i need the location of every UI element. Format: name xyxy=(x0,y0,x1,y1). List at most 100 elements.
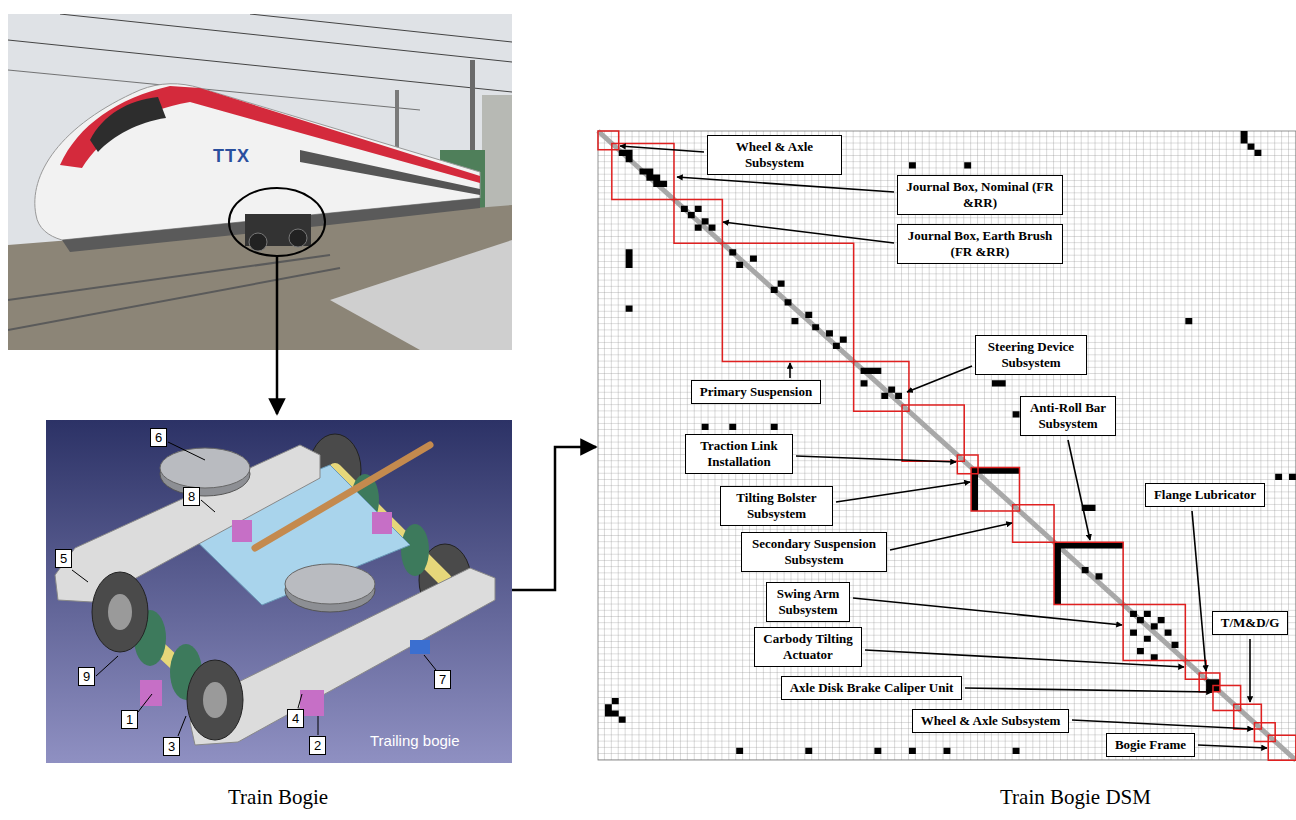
label-text: Wheel & Axle Subsystem xyxy=(714,139,835,171)
label-text: Primary Suspension xyxy=(698,384,814,400)
label-box: Carbody Tilting Actuator xyxy=(754,627,862,667)
dsm-matrix xyxy=(1013,505,1054,542)
label-box: Journal Box, Nominal (FR &RR) xyxy=(897,175,1063,215)
dsm-matrix xyxy=(902,405,964,461)
bogie-render xyxy=(160,448,250,488)
label-text: Anti-Roll Bar Subsystem xyxy=(1027,400,1109,432)
dsm-matrix xyxy=(1199,673,1220,692)
dsm-matrix xyxy=(1213,685,1241,710)
panel-caption: Train Bogie DSM xyxy=(1000,785,1151,809)
panel-caption: Train Bogie xyxy=(228,785,328,809)
dsm-matrix xyxy=(598,131,1296,760)
bogie-render xyxy=(108,594,132,630)
train-photo xyxy=(289,229,307,247)
leader-line xyxy=(723,222,894,243)
flow-arrow xyxy=(276,257,279,414)
callout-leader xyxy=(138,694,152,712)
bogie-render xyxy=(203,682,227,718)
bogie-render xyxy=(187,660,243,740)
label-box: Swing Arm Subsystem xyxy=(766,582,850,622)
callout-number: 4 xyxy=(287,709,304,728)
leader-line xyxy=(1249,639,1251,702)
label-text: Traction Link Installation xyxy=(692,438,786,470)
leader-line xyxy=(836,482,970,502)
train-photo xyxy=(249,233,267,251)
dsm-matrix xyxy=(1268,735,1296,760)
dsm-matrix xyxy=(612,143,674,199)
label-text: Flange Lubricator xyxy=(1152,487,1258,503)
label-box: Primary Suspension xyxy=(691,380,821,404)
bogie-render xyxy=(255,445,430,548)
dsm-matrix xyxy=(598,131,619,150)
leader-line xyxy=(890,523,1012,550)
dsm-matrix xyxy=(1234,704,1262,729)
label-box: Anti-Roll Bar Subsystem xyxy=(1020,396,1116,436)
label-box: Journal Box, Earth Brush (FR &RR) xyxy=(897,224,1063,264)
bogie-render xyxy=(46,420,512,763)
callout-leader xyxy=(72,570,88,582)
callout-number: 5 xyxy=(55,549,72,568)
train-photo xyxy=(8,14,512,350)
train-photo xyxy=(300,150,480,195)
train-photo xyxy=(60,86,480,183)
dsm-matrix xyxy=(1054,542,1123,604)
bogie-render xyxy=(140,680,162,706)
label-box: Secondary Suspension Subsystem xyxy=(741,532,887,572)
leader-line xyxy=(796,456,956,462)
logo-text: TTX xyxy=(213,146,250,167)
label-box: Axle Disk Brake Caliper Unit xyxy=(781,676,962,700)
dsm-matrix xyxy=(605,131,1296,754)
leader-line xyxy=(853,598,1122,625)
label-box: Traction Link Installation xyxy=(685,434,793,474)
leader-line xyxy=(1072,720,1253,729)
label-box: T/M&D/G xyxy=(1212,611,1288,635)
bogie-render xyxy=(46,420,512,763)
bogie-render xyxy=(401,524,429,576)
callout-number: 9 xyxy=(78,667,95,686)
train-photo xyxy=(330,240,512,350)
callout-number: 2 xyxy=(309,736,326,755)
train-photo xyxy=(8,255,330,300)
dsm-matrix xyxy=(598,131,1296,760)
label-box: Steering Device Subsystem xyxy=(975,335,1087,375)
train-photo xyxy=(8,14,512,350)
label-box: Bogie Frame xyxy=(1106,733,1195,757)
dsm-matrix xyxy=(1123,604,1185,660)
bogie-render xyxy=(55,445,320,602)
label-text: Tilting Bolster Subsystem xyxy=(727,490,826,522)
label-text: Secondary Suspension Subsystem xyxy=(748,536,880,568)
view-label: Trailing bogie xyxy=(370,732,460,749)
callout-leader xyxy=(96,656,118,676)
train-photo xyxy=(229,188,325,256)
train-photo xyxy=(8,268,340,330)
callout-leader xyxy=(201,500,215,512)
dsm-matrix xyxy=(598,131,1296,760)
train-photo xyxy=(250,14,512,42)
leader-line xyxy=(907,366,972,392)
bogie-render xyxy=(232,520,252,542)
train-photo xyxy=(62,198,480,252)
label-text: Journal Box, Earth Brush (FR &RR) xyxy=(904,228,1056,260)
callout-leader xyxy=(318,716,319,735)
leader-line xyxy=(789,363,791,378)
dsm-matrix xyxy=(598,131,1296,760)
callout-leader xyxy=(424,655,436,670)
dsm-matrix xyxy=(1185,661,1206,680)
label-text: Bogie Frame xyxy=(1113,737,1188,753)
dsm-matrix xyxy=(957,455,978,474)
callout-number: 7 xyxy=(434,670,451,689)
label-text: Steering Device Subsystem xyxy=(982,339,1080,371)
label-text: Carbody Tilting Actuator xyxy=(761,631,855,663)
callout-number: 1 xyxy=(121,710,138,729)
leader-line xyxy=(965,688,1212,692)
leader-line xyxy=(1198,745,1267,748)
train-photo xyxy=(8,40,512,92)
dsm-matrix xyxy=(854,362,909,412)
label-text: Journal Box, Nominal (FR &RR) xyxy=(904,179,1056,211)
callout-number: 8 xyxy=(183,487,200,506)
flow-arrow xyxy=(512,447,596,590)
callout-number: 3 xyxy=(163,737,180,756)
label-text: Wheel & Axle Subsystem xyxy=(919,713,1062,729)
